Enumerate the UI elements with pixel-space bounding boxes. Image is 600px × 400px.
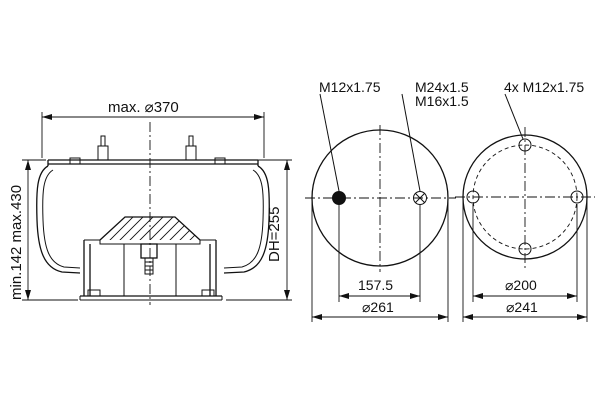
center-thread-hole <box>413 191 427 205</box>
max-diameter-label: max. ⌀370 <box>108 99 179 116</box>
max-diameter-dimension: max. ⌀370 <box>41 99 265 158</box>
bolt-thread-leader <box>504 93 524 140</box>
bellows <box>36 165 270 274</box>
left-thread-hole <box>332 191 346 205</box>
bolt-hole-top <box>518 138 532 152</box>
height-range-label: min.142 max.430 <box>8 185 25 300</box>
bolt-hole-bottom <box>518 242 532 256</box>
top-view-right: 4x M12x1.75 ⌀200 ⌀241 <box>455 79 595 322</box>
center-thread-label-1: M24x1.5 <box>415 79 469 95</box>
center-thread-leader <box>401 93 421 192</box>
design-height-label: DH=255 <box>266 207 283 262</box>
bolt-circle-label: ⌀200 <box>505 277 537 293</box>
offset-dim-label: 157.5 <box>358 277 393 293</box>
left-plate-diameter-label: ⌀261 <box>362 299 394 315</box>
bolt-thread-label: 4x M12x1.75 <box>504 79 584 95</box>
bolt-circle <box>472 144 578 250</box>
design-height-dimension: DH=255 <box>226 159 292 301</box>
center-thread-label-2: M16x1.5 <box>415 93 469 109</box>
bolt-circle-dimension: ⌀200 <box>472 204 578 302</box>
top-stud-left <box>97 135 109 161</box>
piston-hatching <box>100 217 200 240</box>
offset-dimension: 157.5 <box>338 205 421 302</box>
top-plate <box>47 157 259 166</box>
height-range-dimension: min.142 max.430 <box>8 159 78 301</box>
right-plate-diameter-dimension: ⌀241 <box>462 197 588 322</box>
left-thread-label: M12x1.75 <box>319 79 381 95</box>
center-stud <box>140 243 158 275</box>
bolt-hole-left <box>466 190 480 204</box>
side-view: max. ⌀370 min.142 max.430 DH=255 <box>8 99 292 305</box>
left-plate-diameter-dimension: ⌀261 <box>311 198 449 322</box>
bolt-hole-right <box>570 190 584 204</box>
top-view-left: M12x1.75 M24x1.5 M16x1.5 157.5 ⌀261 <box>305 79 469 322</box>
top-stud-right <box>185 135 197 161</box>
piston <box>79 216 223 301</box>
right-plate-diameter-label: ⌀241 <box>506 299 538 315</box>
left-thread-leader <box>319 93 340 192</box>
